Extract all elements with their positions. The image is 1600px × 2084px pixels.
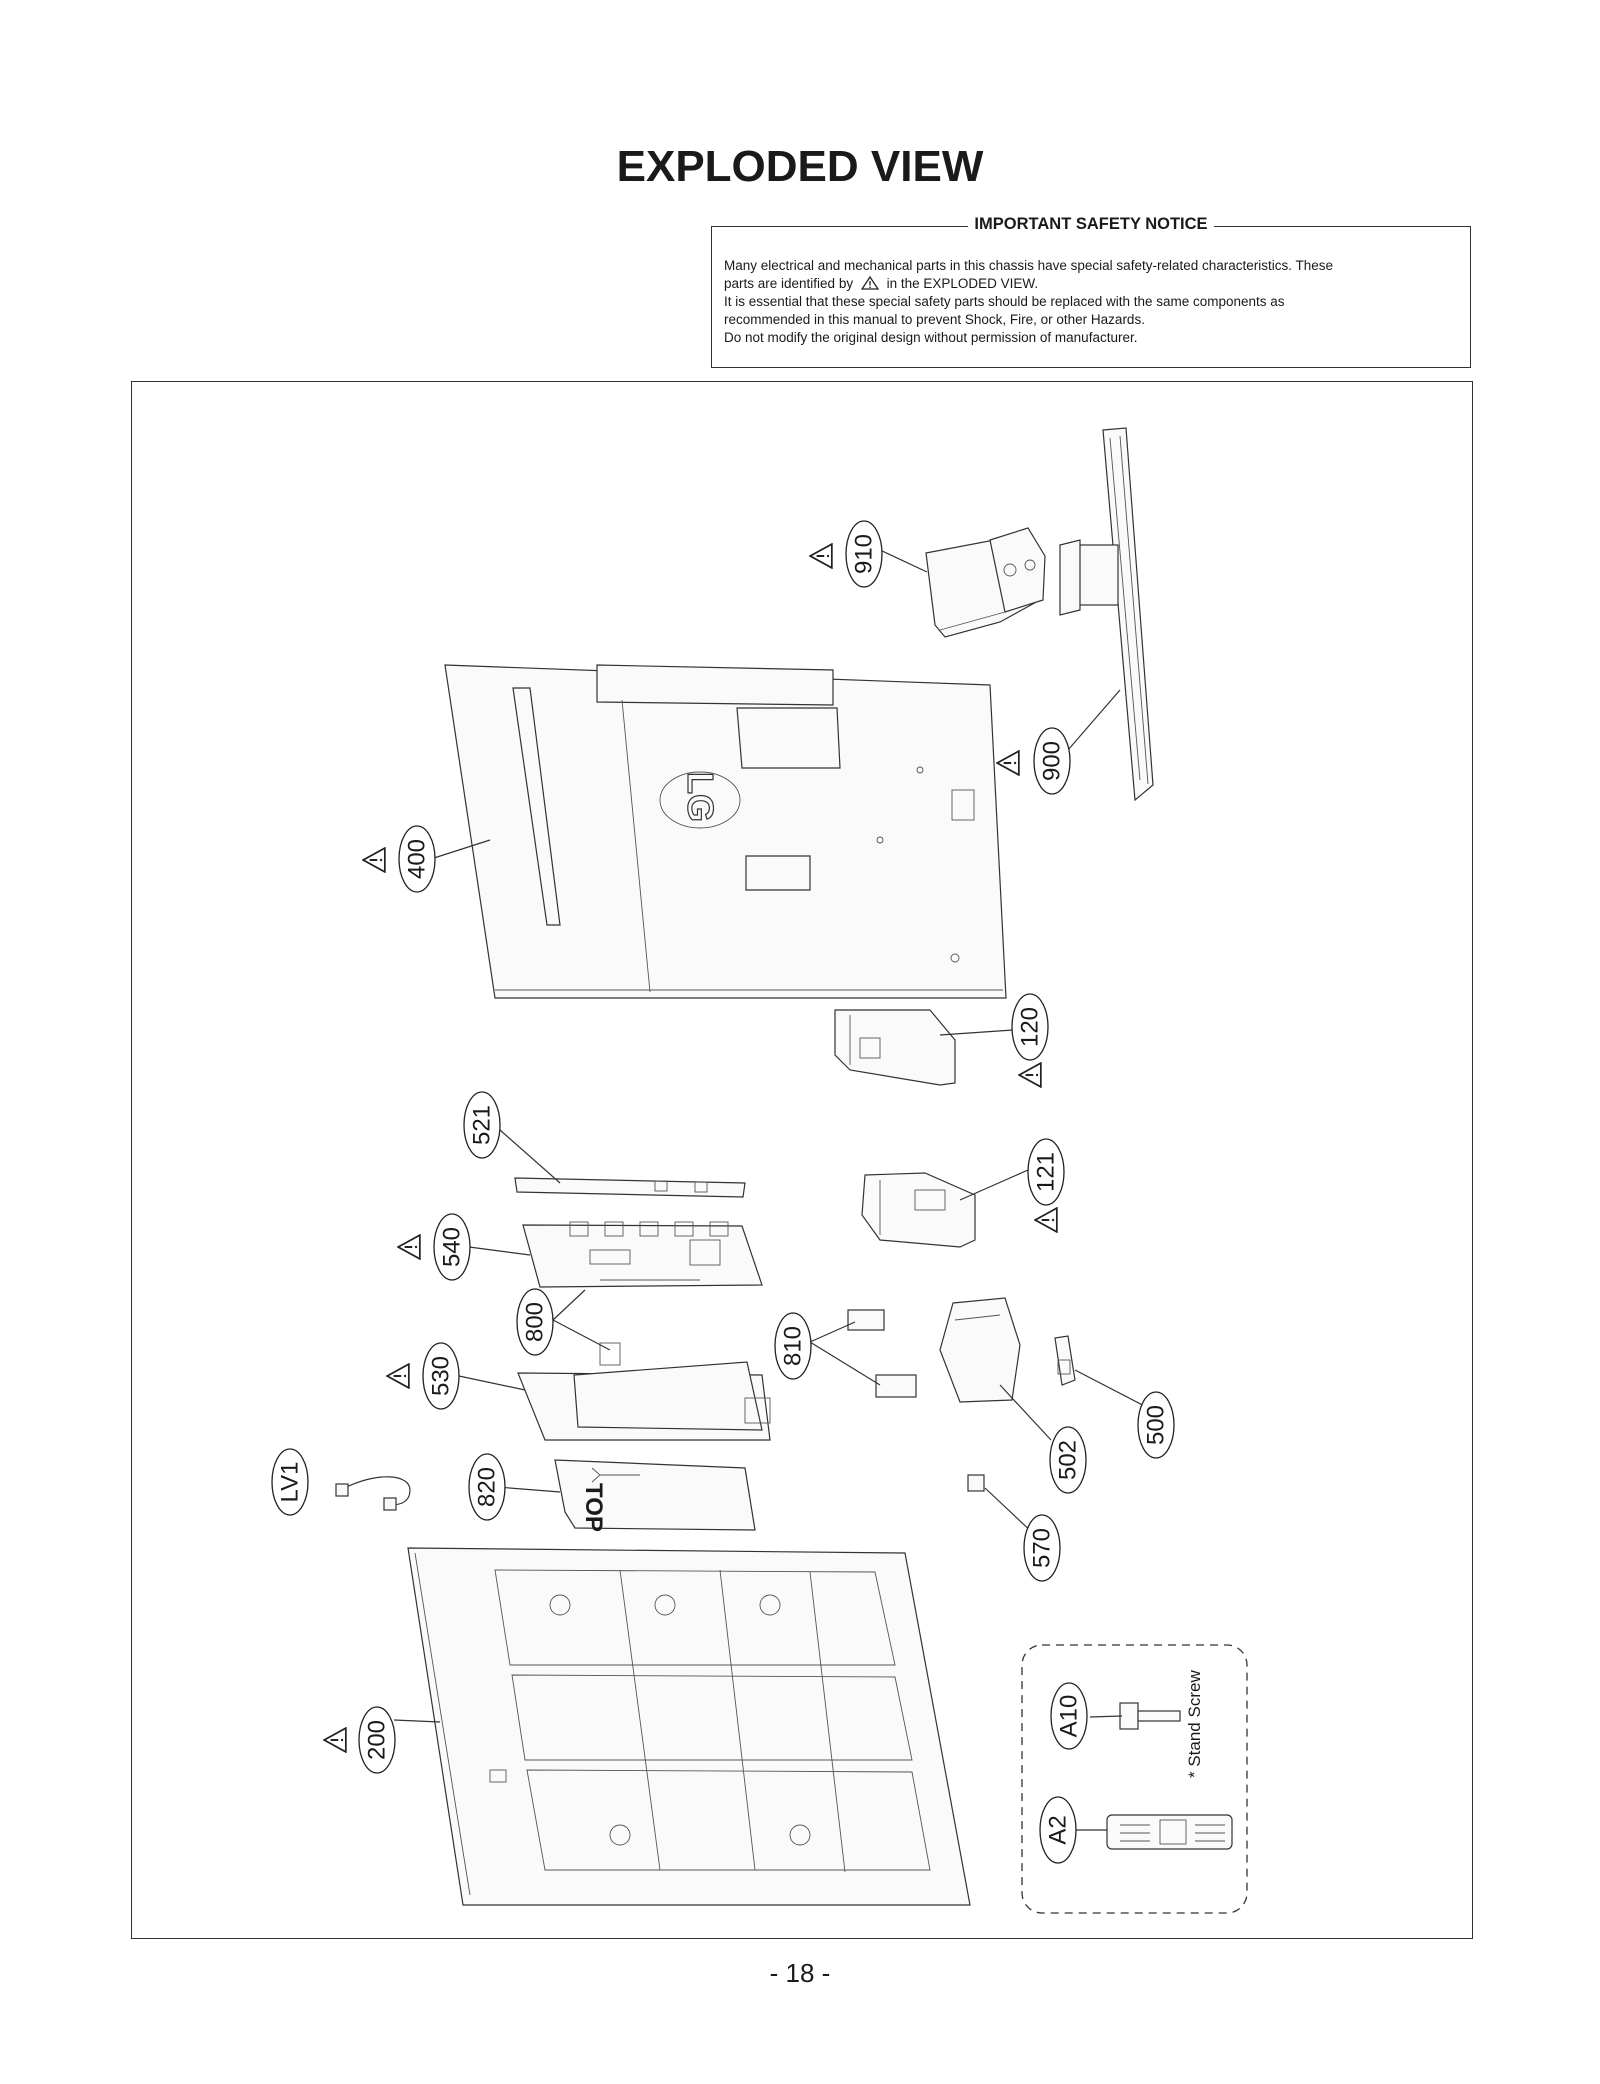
cable-part-LV1 — [335, 1476, 411, 1511]
main-board-part-540 — [522, 1221, 763, 1288]
stand-screw-note: * Stand Screw — [1185, 1670, 1204, 1778]
speaker-bracket-part-502 — [939, 1297, 1021, 1403]
page-number: - 18 - — [769, 1958, 831, 1988]
callout-570: 570 — [1023, 1514, 1061, 1582]
callout-500: 500 — [1137, 1391, 1175, 1459]
warning-triangle-icon — [860, 276, 879, 290]
warning-triangle-icon — [1018, 1062, 1042, 1088]
svg-text:521: 521 — [469, 1105, 496, 1145]
svg-text:A2: A2 — [1045, 1815, 1072, 1844]
svg-text:200: 200 — [364, 1720, 391, 1760]
callout-530: 530 — [386, 1342, 460, 1410]
svg-text:A10: A10 — [1056, 1695, 1083, 1738]
bracket-part-120 — [834, 1009, 956, 1086]
svg-text:400: 400 — [404, 839, 431, 879]
svg-text:570: 570 — [1029, 1528, 1056, 1568]
notice-line-5: Do not modify the original design withou… — [724, 330, 1138, 345]
callout-502: 502 — [1049, 1426, 1087, 1494]
warning-triangle-icon — [809, 543, 833, 569]
notice-line-2b: in the EXPLODED VIEW. — [886, 276, 1039, 291]
warning-triangle-icon — [397, 1234, 421, 1260]
callout-800: 800 — [516, 1288, 554, 1356]
callout-820: 820 — [468, 1453, 506, 1521]
svg-text:121: 121 — [1033, 1152, 1060, 1192]
callout-810: 810 — [774, 1312, 812, 1380]
callout-LV1: LV1 — [271, 1448, 309, 1516]
power-board-part-530 — [517, 1342, 771, 1441]
callout-910: 910 — [809, 520, 883, 588]
page-title: EXPLODED VIEW — [616, 142, 984, 191]
stand-body-part-910 — [925, 527, 1046, 638]
notice-line-4: recommended in this manual to prevent Sh… — [724, 312, 1145, 327]
callout-900: 900 — [996, 727, 1071, 795]
frame-bracket-part-810 — [847, 1309, 917, 1398]
remote-control-part-A2 — [1106, 1814, 1233, 1850]
callout-400: 400 — [362, 825, 436, 893]
svg-text:540: 540 — [439, 1227, 466, 1267]
callout-A2: A2 — [1039, 1796, 1077, 1864]
svg-text:120: 120 — [1017, 1007, 1044, 1047]
svg-text:820: 820 — [474, 1467, 501, 1507]
accessories-box: * Stand Screw — [1021, 1644, 1248, 1914]
notice-line-1: Many electrical and mechanical parts in … — [724, 258, 1334, 273]
callout-121: 121 — [1027, 1138, 1065, 1233]
speaker-part-500 — [1054, 1335, 1076, 1386]
svg-text:900: 900 — [1039, 741, 1066, 781]
insulation-sheet-part-820: TOP — [554, 1459, 756, 1532]
svg-text:800: 800 — [522, 1302, 549, 1342]
callout-120: 120 — [1011, 993, 1049, 1088]
stand-screw-part-A10 — [1119, 1702, 1181, 1730]
notice-line-3: It is essential that these special safet… — [724, 294, 1285, 309]
notice-line-2a: parts are identified by — [724, 276, 854, 291]
back-cover-part-400: LG — [444, 664, 1007, 999]
svg-text:910: 910 — [851, 534, 878, 574]
svg-text:500: 500 — [1143, 1405, 1170, 1445]
safety-notice-box: IMPORTANT SAFETY NOTICE Many electrical … — [711, 215, 1471, 368]
callout-521: 521 — [463, 1091, 501, 1159]
bracket-part-121 — [861, 1172, 976, 1248]
svg-text:810: 810 — [780, 1326, 807, 1366]
warning-triangle-icon — [1034, 1207, 1058, 1233]
exploded-view-frame — [131, 381, 1473, 1939]
svg-text:502: 502 — [1055, 1440, 1082, 1480]
notice-line-2: parts are identified by in the EXPLODED … — [724, 275, 1458, 293]
warning-triangle-icon — [996, 750, 1020, 776]
stand-base-part-900 — [1059, 427, 1154, 802]
warning-triangle-icon — [386, 1363, 410, 1389]
callout-540: 540 — [397, 1213, 471, 1281]
leader-lines — [393, 549, 1157, 1831]
safety-notice-body: Many electrical and mechanical parts in … — [724, 257, 1458, 347]
safety-notice-heading: IMPORTANT SAFETY NOTICE — [968, 215, 1214, 233]
svg-text:530: 530 — [428, 1356, 455, 1396]
warning-triangle-icon — [362, 847, 386, 873]
warning-triangle-icon — [323, 1727, 347, 1753]
sheet-top-label: TOP — [580, 1483, 607, 1532]
cover-part-521 — [514, 1177, 746, 1198]
display-module-part-200 — [407, 1547, 971, 1906]
svg-text:LV1: LV1 — [277, 1462, 304, 1503]
ir-board-part-570 — [967, 1474, 985, 1492]
callout-200: 200 — [323, 1706, 396, 1774]
callout-A10: A10 — [1050, 1682, 1088, 1750]
lg-logo: LG — [680, 772, 721, 822]
